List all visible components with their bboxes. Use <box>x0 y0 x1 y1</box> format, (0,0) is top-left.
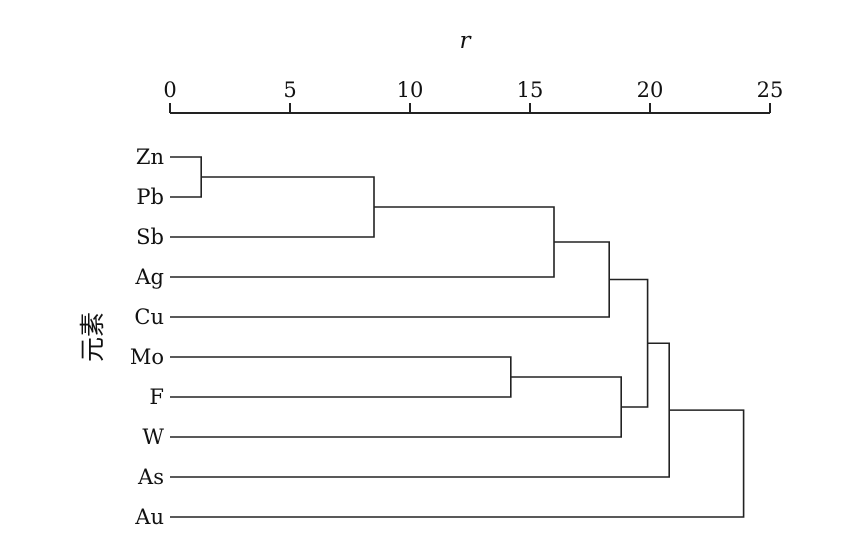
x-axis-ticks: 0 5 10 15 20 25 <box>163 78 783 113</box>
leaf-label-w: W <box>142 425 164 449</box>
dendrogram-tree <box>170 156 745 518</box>
x-tick-label: 25 <box>757 78 784 102</box>
leaf-label-f: F <box>149 385 164 409</box>
leaf-label-pb: Pb <box>136 185 164 209</box>
x-axis-title: r <box>460 28 473 54</box>
x-tick-label: 15 <box>517 78 544 102</box>
leaf-label-sb: Sb <box>136 225 164 249</box>
dendrogram-merge-5 <box>170 356 512 398</box>
leaf-label-cu: Cu <box>134 305 164 329</box>
leaf-label-ag: Ag <box>134 265 164 289</box>
leaf-label-au: Au <box>134 505 164 529</box>
x-tick-label: 20 <box>637 78 664 102</box>
dendrogram-merge-3 <box>170 206 555 278</box>
dendrogram-merge-1 <box>170 156 202 198</box>
dendrogram-merge-4 <box>170 241 610 318</box>
dendrogram-merge-6 <box>170 376 622 438</box>
dendrogram-merge-9 <box>170 409 745 518</box>
x-tick-label: 5 <box>283 78 296 102</box>
leaf-label-mo: Mo <box>130 345 164 369</box>
x-tick-label: 10 <box>397 78 424 102</box>
leaf-label-zn: Zn <box>136 145 164 169</box>
leaf-label-as: As <box>137 465 164 489</box>
dendrogram-merge-8 <box>170 342 670 478</box>
y-axis-title: 元素 <box>78 312 107 362</box>
x-tick-label: 0 <box>163 78 176 102</box>
dendrogram-merge-7 <box>609 278 649 408</box>
